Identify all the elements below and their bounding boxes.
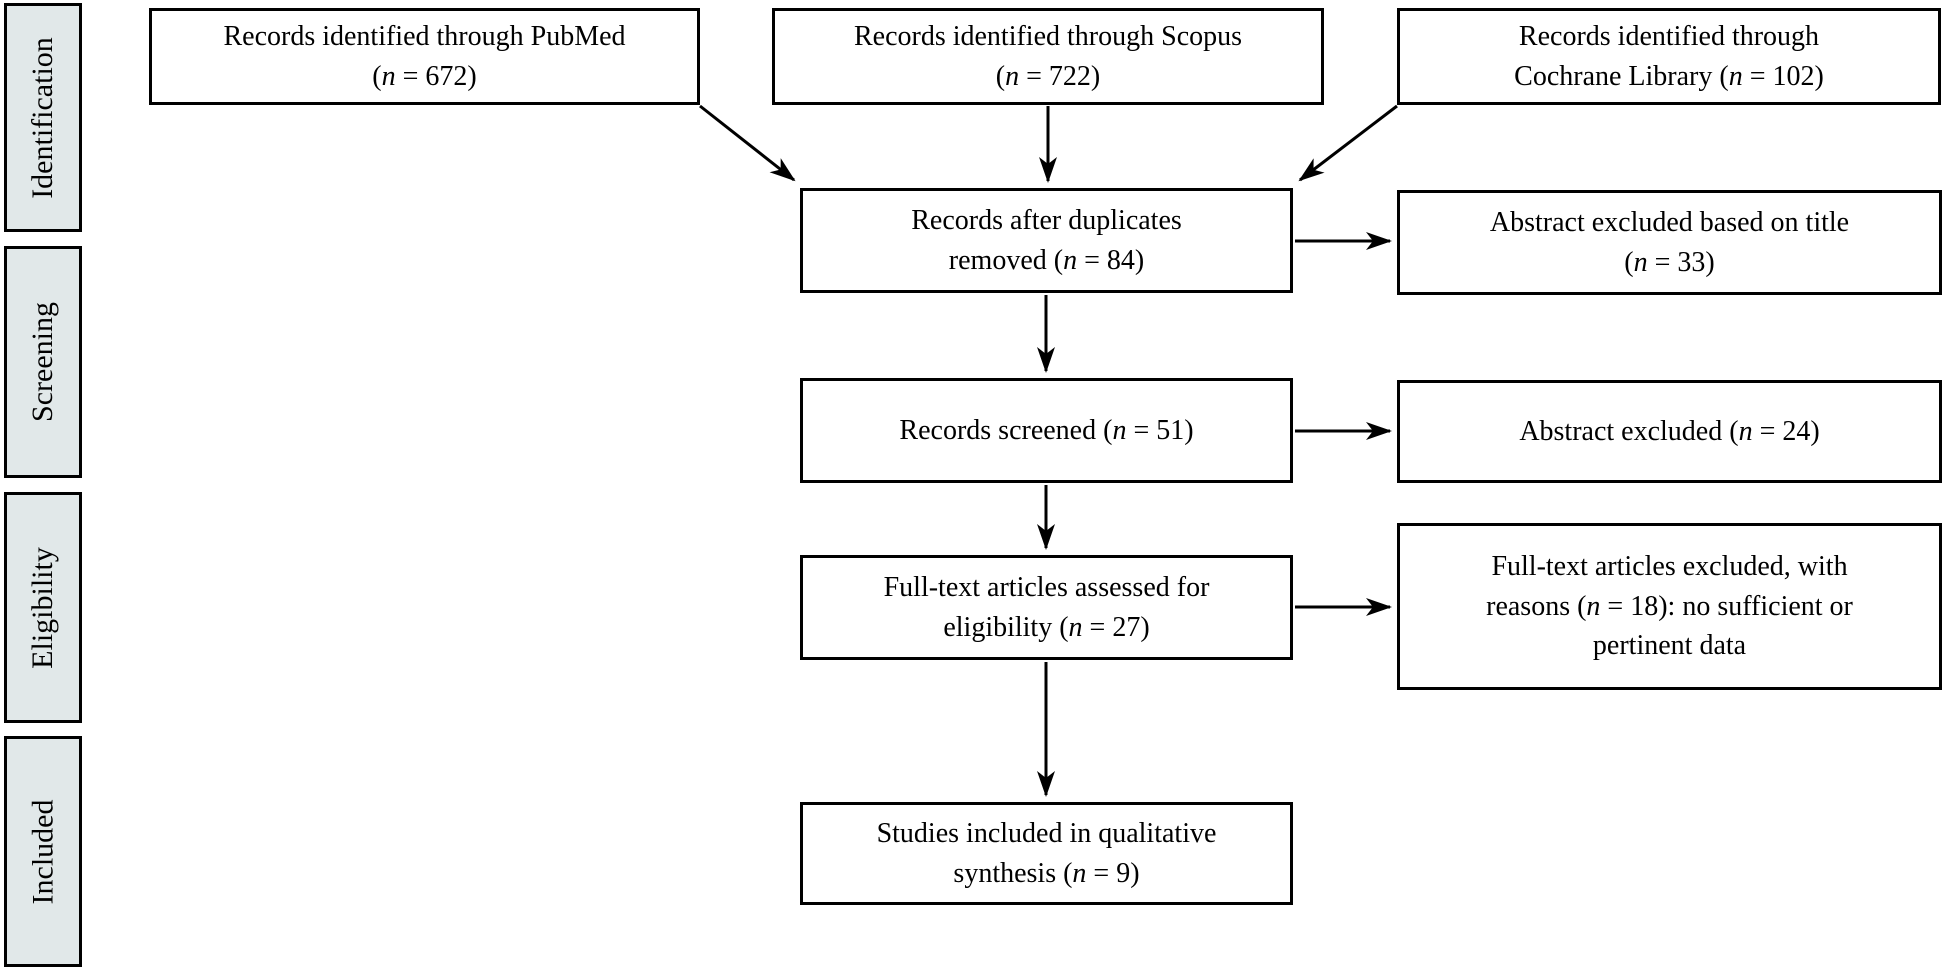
box-fulltext-assessed: Full-text articles assessed for eligibil… [800,555,1293,660]
stage-band-eligibility: Eligibility [4,492,82,723]
box-excluded-by-title: Abstract excluded based on title (n = 33… [1397,190,1942,295]
arrow-cochrane-to-duplicates [1298,104,1398,182]
box-records-scopus-label: Records identified through Scopus (n = 7… [853,20,1243,92]
stage-label-included: Included [26,799,59,904]
box-records-cochrane-label: Records identified through Cochrane Libr… [1514,20,1824,92]
stage-band-included: Included [4,736,82,967]
box-records-cochrane: Records identified through Cochrane Libr… [1397,8,1941,105]
box-records-pubmed: Records identified through PubMed (n = 6… [149,8,700,105]
stage-band-screening: Screening [4,246,82,478]
box-fulltext-assessed-label: Full-text articles assessed for eligibil… [883,571,1210,643]
box-duplicates-removed-label: Records after duplicates removed (n = 84… [911,204,1182,276]
box-abstract-excluded: Abstract excluded (n = 24) [1397,380,1942,483]
box-studies-included: Studies included in qualitative synthesi… [800,802,1293,905]
arrow-pubmed-to-duplicates [699,104,796,182]
box-excluded-by-title-label: Abstract excluded based on title (n = 33… [1489,206,1850,278]
box-duplicates-removed: Records after duplicates removed (n = 84… [800,188,1293,293]
box-fulltext-excluded: Full-text articles excluded, with reason… [1397,523,1942,690]
box-records-screened-label: Records screened (n = 51) [899,414,1194,446]
stage-label-identification: Identification [26,36,60,199]
stage-label-eligibility: Eligibility [26,546,60,669]
box-abstract-excluded-label: Abstract excluded (n = 24) [1519,415,1820,447]
box-fulltext-excluded-label: Full-text articles excluded, with reason… [1486,550,1853,662]
stage-band-identification: Identification [4,3,82,232]
box-studies-included-label: Studies included in qualitative synthesi… [876,817,1217,889]
box-records-scopus: Records identified through Scopus (n = 7… [772,8,1324,105]
box-records-pubmed-label: Records identified through PubMed (n = 6… [223,20,626,92]
stage-label-screening: Screening [26,302,59,422]
box-records-screened: Records screened (n = 51) [800,378,1293,483]
